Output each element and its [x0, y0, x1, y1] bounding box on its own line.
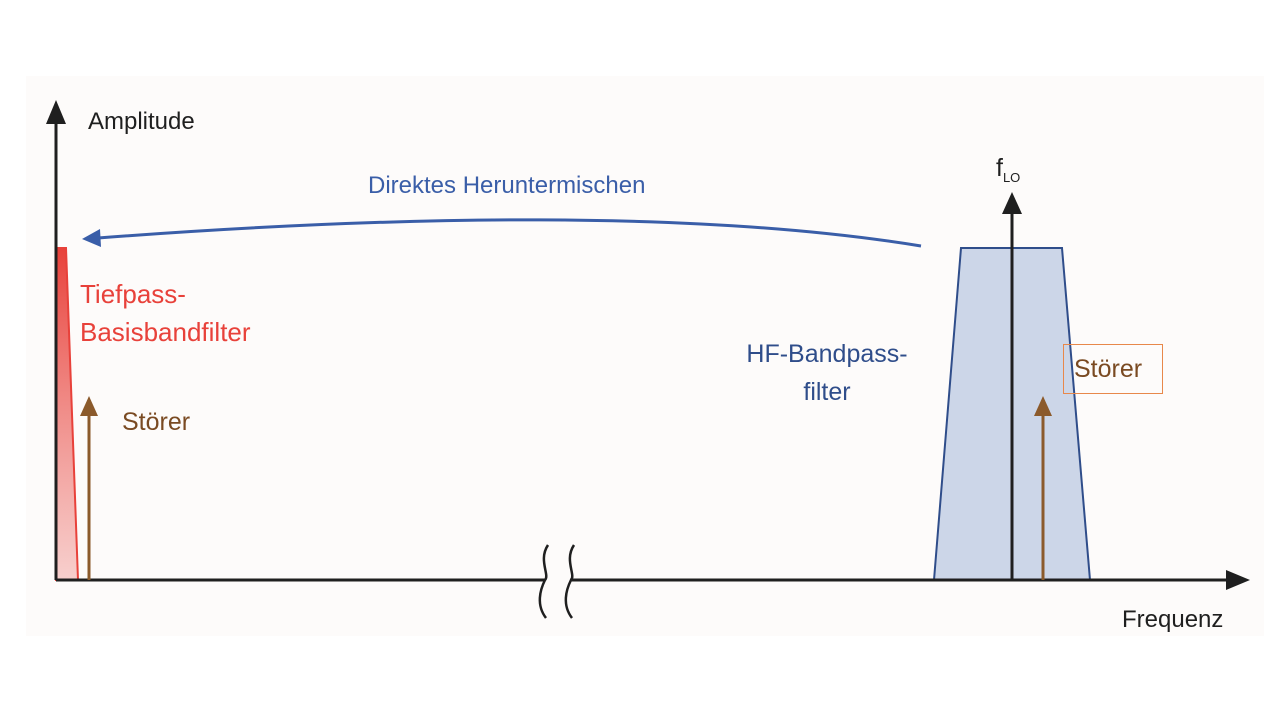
lo-frequency-main: f [996, 154, 1003, 182]
bandpass-label-line2: filter [803, 378, 851, 406]
axis-break-mark-2 [564, 544, 576, 619]
mixing-label: Direktes Heruntermischen [368, 172, 646, 199]
bandpass-label-line1: HF-Bandpass- [746, 340, 908, 368]
interferer-arrowhead-left [80, 396, 98, 416]
x-axis-arrowhead [1226, 570, 1250, 590]
mixing-arrow-curve [97, 218, 922, 248]
lowpass-filter-shape [55, 247, 80, 581]
axis-break-mark-1 [538, 544, 550, 619]
mixing-arrowhead [82, 229, 101, 247]
lowpass-label-line2: Basisbandfilter [80, 317, 251, 347]
x-axis-label: Frequenz [1122, 606, 1224, 633]
lo-carrier-arrowhead [1002, 192, 1022, 214]
lo-frequency-subscript: LO [1002, 170, 1021, 185]
interferer-highlight-box [1063, 344, 1163, 394]
lowpass-label-line1: Tiefpass- [80, 279, 186, 309]
y-axis-arrowhead [46, 100, 66, 124]
interferer-label-left: Störer [122, 408, 191, 436]
interferer-arrowhead-right [1034, 396, 1052, 416]
y-axis-label: Amplitude [88, 108, 195, 135]
lo-frequency-label: fLO [996, 154, 1020, 185]
interferer-label-right: Störer [1074, 355, 1143, 383]
